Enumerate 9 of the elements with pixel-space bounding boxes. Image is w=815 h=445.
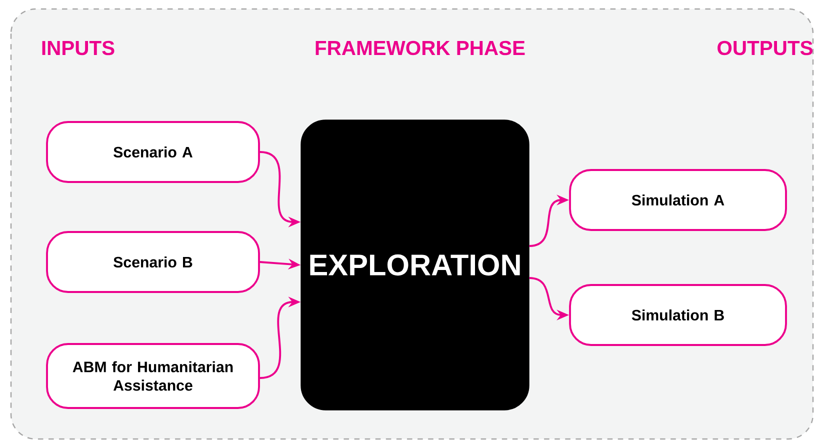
column-heading: OUTPUTS [718,40,812,56]
output-box: Simulation A [569,169,787,231]
input-box: ABM for Humanitarian Assistance [46,343,260,409]
input-box: Scenario A [46,121,260,183]
column-heading: FRAMEWORK PHASE [316,40,525,56]
output-box: Simulation B [569,284,787,346]
input-box: Scenario B [46,231,260,293]
phase-box: EXPLORATION [300,120,530,410]
column-heading: INPUTS [42,40,114,56]
